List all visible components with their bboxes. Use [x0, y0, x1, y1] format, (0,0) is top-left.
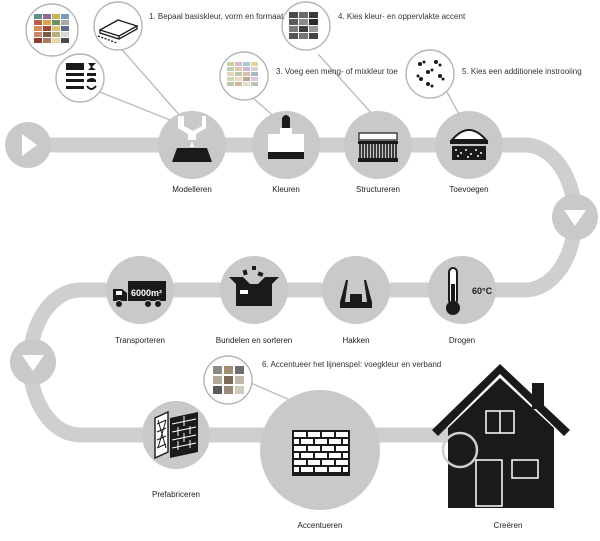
label-modelleren: Modelleren [172, 185, 212, 194]
arrow-down-icon [564, 210, 586, 226]
basecolor-palette-bubble [25, 3, 79, 57]
turn-node-right [552, 194, 598, 240]
stage-prefabriceren [142, 401, 210, 469]
track-end-ring [441, 431, 479, 469]
temperature-badge: 60°C [472, 286, 493, 296]
brick-shapes-icon [66, 63, 97, 90]
label-drogen: Drogen [449, 336, 475, 345]
step-3-text: 3. Voeg een meng- of mixkleur toe [276, 67, 398, 76]
mould-icon [172, 116, 212, 162]
box-icon [229, 266, 279, 306]
step-5-text: 5. Kies een additionele instrooiing [462, 67, 582, 76]
label-accentueren: Accentueren [298, 521, 343, 530]
stage-transporteren [106, 256, 174, 324]
stage-toevoegen [435, 111, 503, 179]
paintbrush-icon [268, 115, 304, 159]
house-body [448, 378, 554, 508]
cutter-icon [340, 280, 372, 308]
label-transporteren: Transporteren [115, 336, 165, 345]
mixcolor-bubble [219, 51, 269, 101]
window-small [511, 459, 539, 479]
stage-drogen [428, 256, 496, 324]
sprinkle-bubble [405, 49, 455, 99]
stage-hakken [322, 256, 390, 324]
stage-structureren [344, 111, 412, 179]
label-hakken: Hakken [342, 336, 369, 345]
brick-wall-icon [292, 430, 350, 476]
label-kleuren: Kleuren [272, 185, 300, 194]
joint-swatches-icon [213, 366, 244, 394]
jointcolor-bubble [203, 355, 253, 405]
volume-badge: 6000m² [131, 288, 162, 298]
house-illustration [432, 364, 570, 508]
step-6-text: 6. Accentueer het lijnenspel: voegkleur … [262, 360, 441, 369]
mix-swatches-icon [227, 62, 258, 86]
start-play-node [5, 122, 51, 168]
process-track [20, 137, 583, 443]
granules-icon [416, 60, 445, 88]
turn-node-left [10, 339, 56, 385]
label-creeren: Creëren [494, 521, 523, 530]
stage-modelleren [158, 111, 226, 179]
stage-bundelen [220, 256, 288, 324]
label-prefabriceren: Prefabriceren [152, 490, 200, 499]
truck-icon [113, 281, 166, 308]
thermometer-icon [446, 267, 460, 315]
sprinkle-tray-icon [449, 129, 489, 160]
step-1-text: 1. Bepaal basiskleur, vorm en formaat [149, 12, 284, 21]
brick-shape-bubble [55, 53, 105, 103]
color-swatches-icon [34, 14, 69, 43]
brick-dimension-icon [97, 19, 139, 44]
label-bundelen: Bundelen en sorteren [216, 336, 293, 345]
surface-accent-bubble [281, 1, 331, 51]
stage-kleuren [252, 111, 320, 179]
label-toevoegen: Toevoegen [449, 185, 488, 194]
stage-accentueren [260, 390, 380, 510]
label-structureren: Structureren [356, 185, 400, 194]
play-icon [22, 134, 37, 156]
callout-lines [89, 44, 462, 401]
brick-format-bubble [93, 1, 143, 51]
texture-swatches-icon [289, 12, 318, 39]
door [475, 459, 503, 507]
step-4-text: 4. Kies kleur- en oppervlakte accent [338, 12, 466, 21]
arrow-down-icon [22, 355, 44, 371]
comb-icon [358, 132, 398, 162]
prefab-panel-icon [154, 410, 198, 460]
